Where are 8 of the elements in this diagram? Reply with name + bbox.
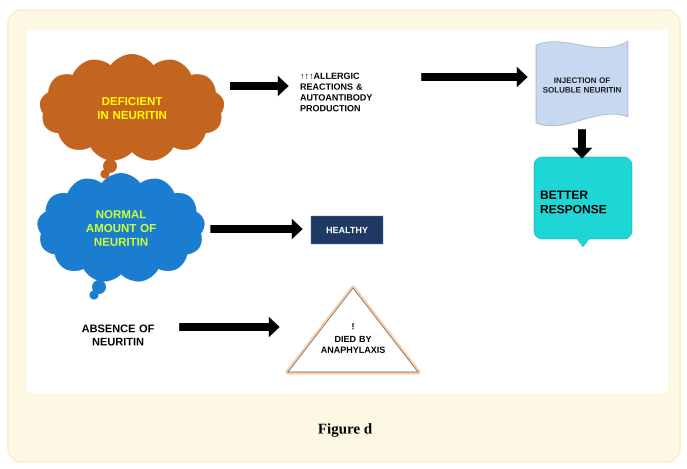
cloud-bubble: DEFICIENT IN NEURITIN xyxy=(40,54,224,178)
condition-text: ABSENCE OF NEURITIN xyxy=(82,324,154,346)
caption: Figure d xyxy=(318,423,372,437)
cloud-bubble: NORMAL AMOUNT OF NEURITIN xyxy=(37,173,205,300)
warning-triangle: ! DIED BY ANAPHYLAXIS xyxy=(286,286,420,374)
status-box: HEALTHY xyxy=(310,216,384,244)
effect-text: ↑↑↑ALLERGIC REACTIONS & AUTOANTIBODY PRODUCTION xyxy=(300,72,372,112)
callout-box: BETTER RESPONSE xyxy=(534,156,632,248)
